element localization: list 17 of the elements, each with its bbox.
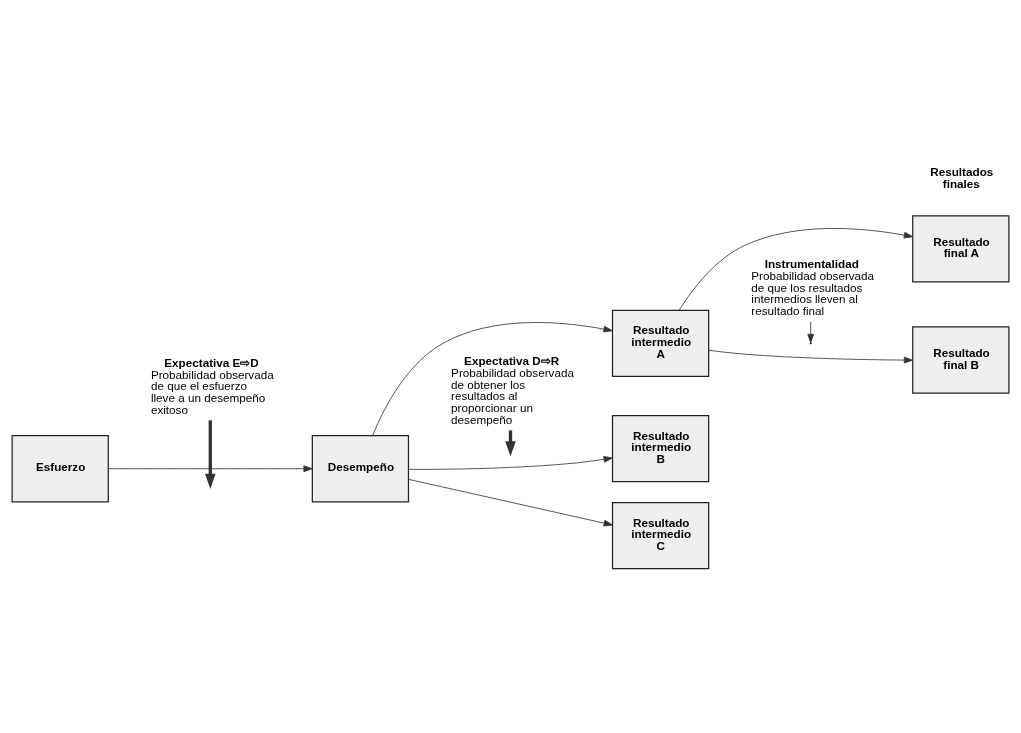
arrow [678, 228, 913, 311]
node-text: Expectativa E⇨D Probabilidad observada de que el esfuerzo lleve a un desempeño exitoso [150, 355, 274, 416]
node-text: Expectativa D⇨R Probabilidad observada de obtener los resultados al proporcionar un desempeño [451, 354, 574, 426]
node-box: Resultado intermedio C [611, 501, 710, 570]
node-box: Esfuerzo [11, 435, 109, 503]
arrow [708, 349, 914, 364]
arrow [372, 322, 613, 436]
label: Resultados finales [930, 165, 994, 190]
node-box: Desempeño [311, 435, 410, 503]
node-text: Instrumentalidad Probabilidad observada de que los resultados intermedios lleven al resultado final [751, 257, 875, 318]
node-box: Resultado final B [912, 326, 1010, 394]
node-box: Resultado intermedio B [611, 415, 710, 483]
arrow [107, 465, 313, 473]
node-box: Resultado final A [912, 215, 1010, 283]
arrow [408, 478, 613, 527]
node-box: Resultado intermedio A [611, 309, 710, 377]
arrow [408, 455, 613, 470]
